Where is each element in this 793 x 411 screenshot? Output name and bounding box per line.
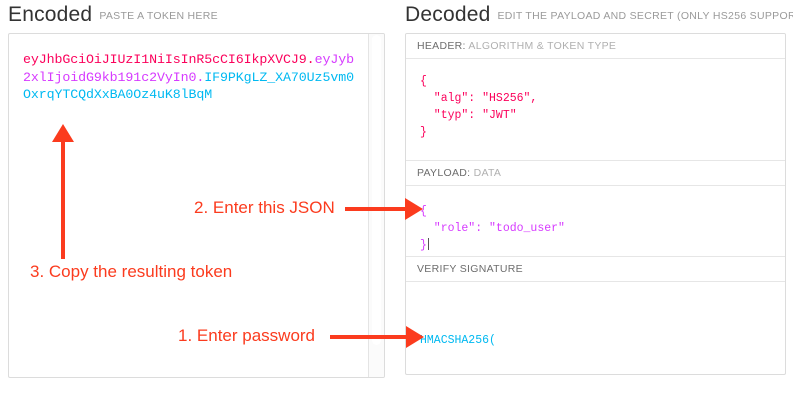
payload-section-label-rest: DATA bbox=[473, 167, 502, 179]
signature-section-label: VERIFY SIGNATURE bbox=[406, 257, 785, 282]
annotation-step-2-arrow-icon bbox=[345, 198, 425, 220]
arrow-shaft bbox=[345, 207, 407, 211]
decoded-subtitle-text: EDIT THE PAYLOAD AND SECRET (ONLY HS256 … bbox=[497, 10, 793, 22]
header-section-label-rest: ALGORITHM & TOKEN TYPE bbox=[468, 40, 617, 52]
header-json-editor[interactable]: { "alg": "HS256", "typ": "JWT" } bbox=[406, 59, 785, 161]
token-payload-segment: eyJyb2xlIjoidG9kb191c2VyIn0 bbox=[23, 52, 354, 85]
encoded-subtitle-text: PASTE A TOKEN HERE bbox=[99, 10, 218, 22]
arrow-head bbox=[405, 198, 423, 220]
encoded-token-text[interactable]: eyJhbGciOiJIUzI1NiIsInR5cCI6IkpXVCJ9.eyJ… bbox=[23, 51, 359, 104]
token-separator-1: . bbox=[306, 52, 315, 67]
payload-json-text: { "role": "todo_user" } bbox=[420, 205, 565, 252]
annotation-step-3-arrow-icon bbox=[52, 124, 74, 259]
payload-json-editor[interactable]: { "role": "todo_user" } bbox=[406, 186, 785, 257]
encoded-title-text: Encoded bbox=[8, 3, 93, 26]
annotation-step-2-label: 2. Enter this JSON bbox=[194, 198, 335, 217]
annotation-step-1-label: 1. Enter password bbox=[178, 326, 316, 345]
signature-line-1: HMACSHA256( bbox=[420, 334, 496, 347]
encoded-scrollbar-thumb[interactable] bbox=[372, 35, 381, 345]
decoded-column-heading: Decoded EDIT THE PAYLOAD AND SECRET (ONLY… bbox=[405, 3, 793, 27]
token-header-segment: eyJhbGciOiJIUzI1NiIsInR5cCI6IkpXVCJ9 bbox=[23, 52, 307, 67]
payload-section-label-strong: PAYLOAD: bbox=[417, 167, 471, 179]
arrow-head bbox=[52, 124, 74, 142]
signature-editor: HMACSHA256( base64UrlEncode(header) + ".… bbox=[406, 282, 785, 374]
encoded-column-heading: Encoded PASTE A TOKEN HERE bbox=[8, 3, 218, 27]
encoded-scrollbar[interactable] bbox=[368, 34, 384, 377]
signature-section-label-strong: VERIFY SIGNATURE bbox=[417, 263, 523, 275]
arrow-head bbox=[406, 326, 424, 348]
arrow-shaft bbox=[330, 335, 408, 339]
header-section-label-strong: HEADER: bbox=[417, 40, 466, 52]
annotation-step-1-arrow-icon bbox=[330, 326, 426, 348]
header-section-label: HEADER: ALGORITHM & TOKEN TYPE bbox=[406, 34, 785, 59]
token-signature-segment: IF9PKgLZ_XA70Uz5vm0OxrqYTCQdXxBA0Oz4uK8l… bbox=[23, 69, 354, 103]
decoded-title-text: Decoded bbox=[405, 3, 491, 26]
decoded-panel: HEADER: ALGORITHM & TOKEN TYPE { "alg": … bbox=[405, 33, 786, 375]
encoded-token-textarea[interactable]: eyJhbGciOiJIUzI1NiIsInR5cCI6IkpXVCJ9.eyJ… bbox=[8, 33, 385, 378]
annotation-step-3-label: 3. Copy the resulting token bbox=[30, 262, 233, 281]
payload-section-label: PAYLOAD: DATA bbox=[406, 161, 785, 186]
text-caret bbox=[427, 238, 429, 250]
token-separator-2: . bbox=[196, 69, 205, 85]
arrow-shaft bbox=[61, 138, 65, 259]
